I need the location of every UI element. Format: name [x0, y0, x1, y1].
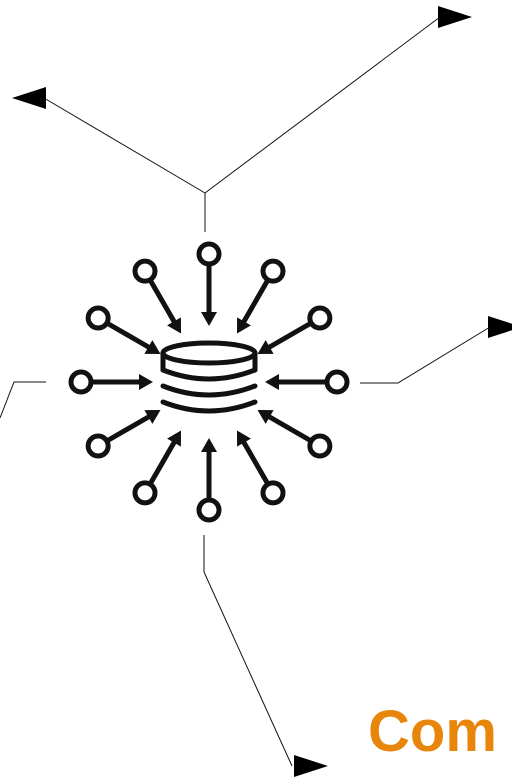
right-connector-line [360, 326, 491, 384]
inbound-arrow-icon [196, 241, 222, 326]
bottom-connector [203, 535, 328, 777]
inbound-arrow-icon [85, 410, 161, 459]
left-connector-line [0, 381, 46, 419]
bottom-arrowhead-icon [294, 755, 328, 777]
top-left-arrowhead-icon [12, 87, 46, 109]
inbound-arrow-icon [132, 258, 181, 334]
inbound-arrow-icon [257, 410, 333, 459]
database-stack-icon [160, 340, 258, 414]
inbound-arrow-icon [68, 369, 153, 395]
data-hub-icon [68, 241, 350, 523]
top-right-arrowhead-icon [438, 6, 472, 28]
inbound-arrow-icon [237, 430, 286, 506]
bottom-right-label: Com [368, 699, 497, 764]
inbound-arrow-spokes [68, 241, 350, 523]
inbound-arrow-icon [196, 438, 222, 523]
inbound-arrow-icon [257, 305, 333, 354]
inbound-arrow-icon [132, 430, 181, 506]
right-connector [360, 316, 512, 384]
right-arrowhead-icon [488, 316, 512, 338]
inbound-arrow-icon [265, 369, 350, 395]
top-connector [12, 6, 472, 232]
bottom-connector-line [203, 535, 293, 767]
inbound-arrow-icon [85, 305, 161, 354]
left-connector [0, 381, 46, 419]
top-left-branch-line [43, 97, 206, 194]
inbound-arrow-icon [237, 258, 286, 334]
top-right-branch-line [204, 16, 441, 194]
